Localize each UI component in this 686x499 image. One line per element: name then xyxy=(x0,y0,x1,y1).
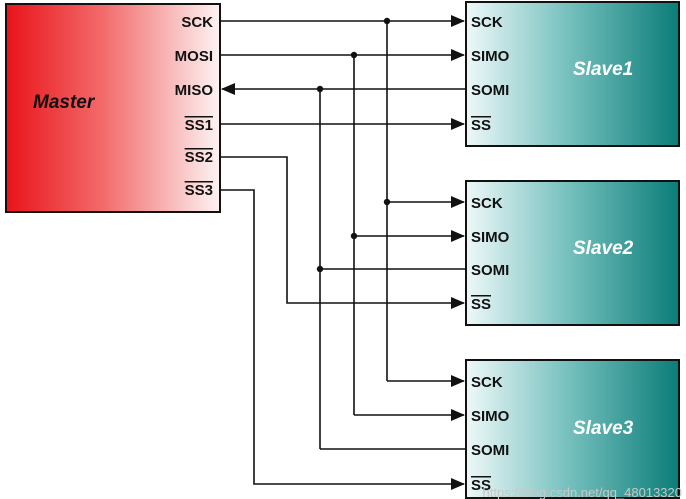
miso-junction-mid xyxy=(316,265,324,273)
slave3-pin-sck: SCK xyxy=(471,374,503,391)
mosi-junction-top xyxy=(350,51,358,59)
slave3-block: Slave3 SCK SIMO SOMI SS xyxy=(465,359,680,499)
master-pin-miso: MISO xyxy=(175,82,214,99)
slave2-block: Slave2 SCK SIMO SOMI SS xyxy=(465,180,680,326)
master-pin-ss2: SS2 xyxy=(185,149,213,166)
slave1-box xyxy=(465,1,680,147)
slave2-box xyxy=(465,180,680,326)
slave3-pin-ss: SS xyxy=(471,477,491,494)
slave1-pin-sck: SCK xyxy=(471,14,503,31)
miso-bus xyxy=(221,83,466,450)
master-pin-sck: SCK xyxy=(181,14,213,31)
sck-junction-top xyxy=(383,17,391,25)
slave1-block: Slave1 SCK SIMO SOMI SS xyxy=(465,1,680,147)
master-box xyxy=(5,3,221,213)
mosi-junction-mid xyxy=(350,232,358,240)
master-title: Master xyxy=(33,92,96,113)
master-pin-ss1: SS1 xyxy=(185,117,213,134)
master-pin-mosi: MOSI xyxy=(175,48,213,65)
sck-bus xyxy=(220,15,465,387)
slave3-pin-simo: SIMO xyxy=(471,408,510,425)
slave2-pin-sck: SCK xyxy=(471,195,503,212)
slave2-pin-simo: SIMO xyxy=(471,229,510,246)
slave2-pin-ss: SS xyxy=(471,296,491,313)
ss3-wire xyxy=(220,189,465,490)
slave2-title: Slave2 xyxy=(573,238,634,259)
miso-junction-top xyxy=(316,85,324,93)
slave3-pin-somi: SOMI xyxy=(471,442,509,459)
slave1-title: Slave1 xyxy=(573,59,633,80)
slave2-pin-somi: SOMI xyxy=(471,262,509,279)
slave1-pin-ss: SS xyxy=(471,117,491,134)
watermark-text: https://blog.csdn.net/qq_48013320 xyxy=(483,485,683,499)
slave3-title: Slave3 xyxy=(573,418,634,439)
slave1-pin-simo: SIMO xyxy=(471,48,510,65)
slave-select-lines xyxy=(220,118,465,490)
slave3-box xyxy=(465,359,680,499)
master-pin-ss3: SS3 xyxy=(185,182,213,199)
mosi-bus xyxy=(220,49,465,421)
sck-junction-mid xyxy=(383,198,391,206)
master-block: Master SCK MOSI MISO SS1 SS2 SS3 xyxy=(5,3,221,213)
slave1-pin-somi: SOMI xyxy=(471,82,509,99)
ss2-wire xyxy=(220,156,465,309)
